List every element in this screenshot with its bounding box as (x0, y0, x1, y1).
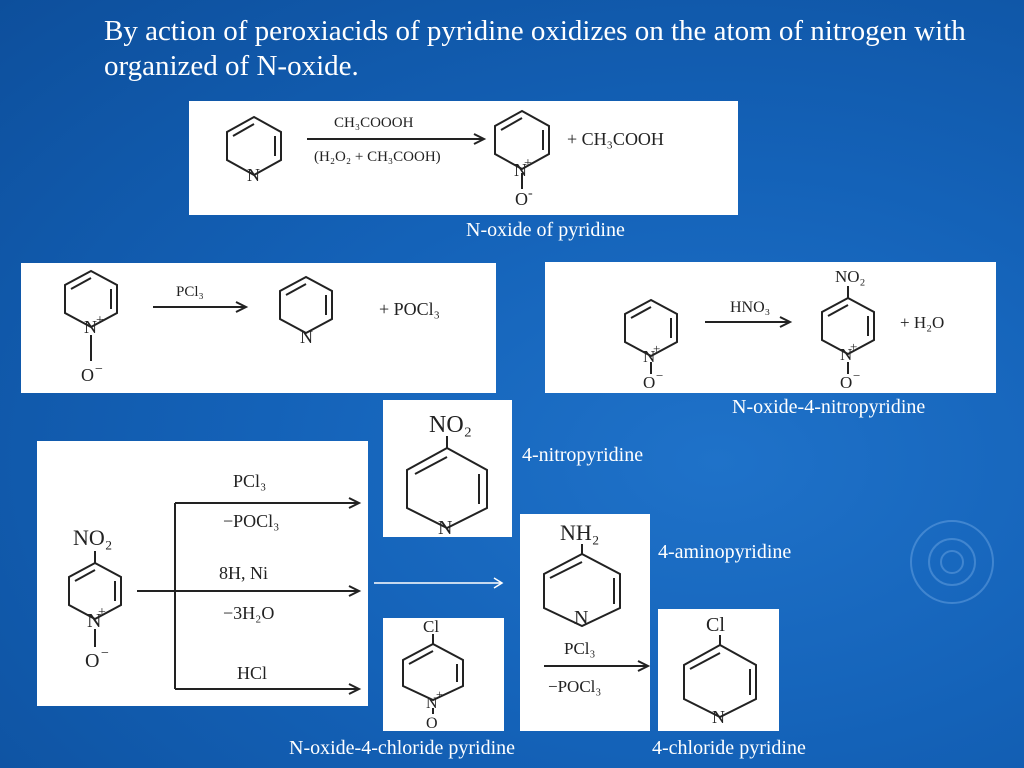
nitrogen-label: N (84, 317, 97, 337)
nitrogen-label: N (438, 517, 452, 537)
pyridine-ring (406, 446, 488, 530)
slide-title: By action of peroxiacids of pyridine oxi… (104, 15, 966, 82)
nitrogen-label: N (87, 610, 101, 632)
oxygen-label: O (426, 715, 438, 731)
reaction-deoxygenation-scheme: N + O − PCl₃ N + POCl₃ (64, 269, 440, 385)
nitrogen-label: N (574, 607, 588, 629)
nitrogen-label: N (643, 347, 655, 366)
caption-4-aminopyridine: 4-aminopyridine (658, 541, 792, 563)
chlorine-label: Cl (706, 614, 725, 636)
charge-minus: − (656, 368, 663, 383)
nitro-n-oxide-ring (68, 561, 122, 621)
charge-minus: - (528, 186, 533, 201)
reagent-pcl3: PCl₃ (564, 639, 596, 658)
charge-plus: + (98, 605, 106, 620)
decorative-ripple (928, 538, 976, 586)
pyridine-ring (683, 643, 757, 719)
charge-minus: − (95, 362, 103, 377)
charge-plus: + (850, 339, 857, 354)
nitrogen-label: N (840, 345, 852, 364)
n-oxide-ring (402, 642, 464, 702)
caption-4-nitropyridine: 4-nitropyridine (522, 444, 644, 466)
reaction-oxidation-panel: N CH₃COOOH (H₂O₂ + CH₃COOH) N + O - + CH… (189, 101, 738, 215)
oxygen-label: O (81, 365, 94, 385)
nitrogen-label: N (712, 707, 725, 727)
reaction-branch-panel: NO₂ N + O − PCl₃ −POCl₃ 8H, Ni −3H₂O HCl (37, 441, 368, 706)
charge-plus: + (524, 156, 532, 171)
byproduct-acetic-acid: + CH₃COOH (567, 129, 664, 149)
charge-plus: + (653, 341, 660, 356)
oxygen-label: O (840, 373, 852, 392)
reagent-peroxide-mixture: (H₂O₂ + CH₃COOH) (314, 149, 441, 165)
charge-plus: + (96, 313, 104, 328)
charge-minus: − (101, 646, 109, 661)
reaction-oxidation-scheme: N CH₃COOOH (H₂O₂ + CH₃COOH) N + O - + CH… (226, 109, 664, 209)
byproduct-water: −3H₂O (223, 603, 274, 623)
nitro-group-label: NO₂ (73, 525, 112, 550)
decorative-ripple (940, 550, 964, 574)
nitro-group-label: NO₂ (429, 412, 472, 438)
pyridine-ring (279, 275, 333, 335)
byproduct-pocl3: −POCl₃ (548, 677, 601, 696)
connecting-arrow (374, 577, 504, 589)
reagent-pcl3: PCl₃ (233, 471, 266, 491)
nitrogen-label: N (426, 695, 438, 712)
oxygen-label: O (85, 650, 99, 672)
nitrogen-label: N (247, 165, 260, 185)
reaction-nitration-panel: N + O − HNO₃ NO₂ N + O − + H₂O (545, 262, 996, 393)
molecule-n-oxide-4-chloropyridine: Cl N + O (383, 618, 504, 731)
byproduct-pocl3: −POCl₃ (223, 511, 279, 531)
chloropyridine-structure: Cl N (683, 614, 757, 727)
reagent-peracetic-acid: CH₃COOOH (334, 115, 414, 131)
decorative-ripple (910, 520, 994, 604)
pyridine-ring (226, 115, 282, 177)
aminopyridine-structure: NH₂ N PCl₃ −POCl₃ (543, 520, 650, 696)
nitro-n-oxide-ring (821, 296, 875, 356)
molecule-4-aminopyridine: NH₂ N PCl₃ −POCl₃ (520, 514, 650, 731)
n-oxide-ring (494, 109, 550, 171)
oxygen-label: O (515, 189, 528, 209)
n-oxide-ring (624, 298, 678, 358)
n-oxide-ring (64, 269, 118, 329)
reagent-pcl3: PCl₃ (176, 284, 204, 300)
byproduct-pocl3: + POCl₃ (379, 299, 440, 319)
reaction-nitration-scheme: N + O − HNO₃ NO₂ N + O − + H₂O (624, 267, 944, 392)
caption-n-oxide-pyridine: N-oxide of pyridine (466, 219, 625, 241)
molecule-4-nitropyridine: NO₂ N (383, 400, 512, 537)
pyridine-ring (543, 552, 621, 628)
oxygen-label: O (643, 373, 655, 392)
byproduct-water: + H₂O (900, 313, 944, 332)
nitropyridine-structure: NO₂ N (406, 412, 488, 537)
caption-n-oxide-4-nitropyridine: N-oxide-4-nitropyridine (732, 396, 926, 418)
reagent-hcl: HCl (237, 663, 267, 683)
chloro-n-oxide-structure: Cl N + O (402, 618, 464, 731)
caption-4-chloride-pyridine: 4-chloride pyridine (652, 737, 806, 759)
reagent-hno3: HNO₃ (730, 299, 770, 316)
reagent-hydrogen-nickel: 8H, Ni (219, 563, 268, 583)
charge-plus: + (436, 687, 443, 701)
nitrogen-label: N (514, 160, 527, 180)
charge-minus: − (853, 368, 860, 383)
molecule-4-chloropyridine: Cl N (658, 609, 779, 731)
nitrogen-label: N (300, 327, 313, 347)
amino-group-label: NH₂ (560, 520, 599, 545)
nitro-group-label: NO₂ (835, 267, 865, 286)
caption-n-oxide-4-chloride-pyridine: N-oxide-4-chloride pyridine (289, 737, 516, 759)
reaction-deoxygenation-panel: N + O − PCl₃ N + POCl₃ (21, 263, 496, 393)
reaction-branch-scheme: NO₂ N + O − PCl₃ −POCl₃ 8H, Ni −3H₂O HCl (68, 471, 362, 695)
chlorine-label: Cl (423, 618, 439, 636)
